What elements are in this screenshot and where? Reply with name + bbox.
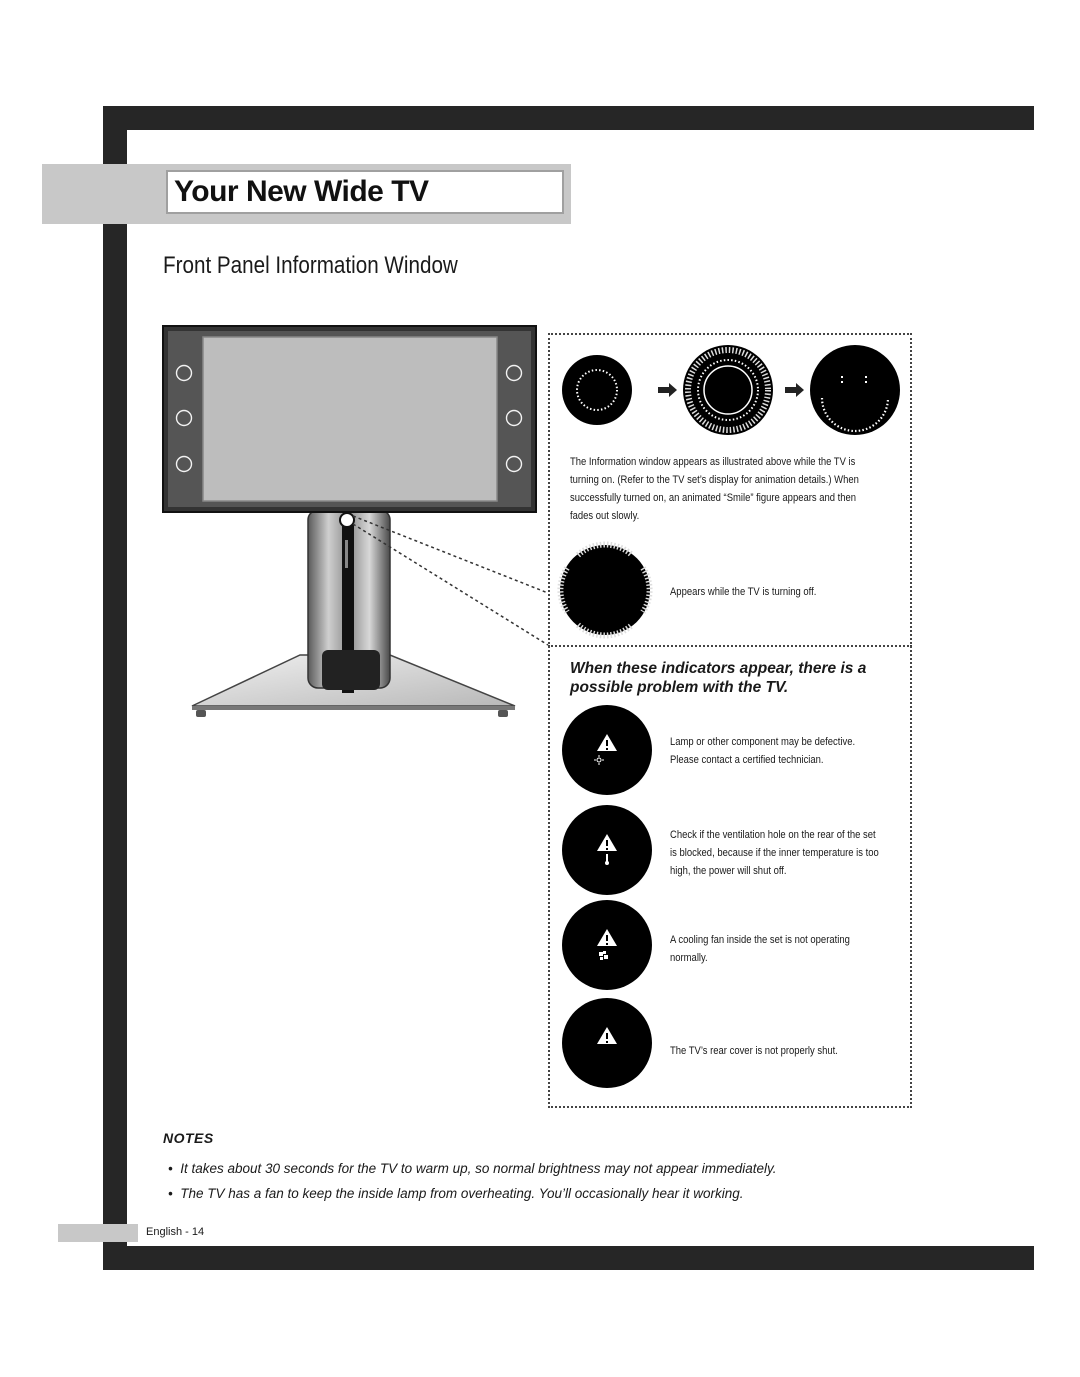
left-frame-bar-bottom	[103, 1242, 127, 1270]
arrow-icon	[785, 383, 804, 397]
smile-icon	[810, 345, 900, 435]
text-line: The Information window appears as illust…	[570, 456, 856, 468]
arrow-icon	[658, 383, 677, 397]
text-line: high, the power will shut off.	[670, 865, 787, 877]
cover-warning-text: The TV’s rear cover is not properly shut…	[670, 1042, 838, 1060]
note-item: • It takes about 30 seconds for the TV t…	[168, 1161, 777, 1176]
text-line: fades out slowly.	[570, 510, 640, 522]
note-text: It takes about 30 seconds for the TV to …	[180, 1161, 777, 1176]
turn-on-description: The Information window appears as illust…	[570, 453, 897, 525]
panel-separator	[548, 645, 912, 647]
text-line: The TV’s rear cover is not properly shut…	[670, 1045, 838, 1057]
text-line: successfully turned on, an animated “Smi…	[570, 492, 857, 504]
top-frame-bar	[103, 106, 1034, 130]
text-line: Lamp or other component may be defective…	[670, 736, 856, 748]
callout-lines	[352, 515, 549, 646]
lamp-warning-icon	[562, 705, 652, 795]
fan-warning-text: A cooling fan inside the set is not oper…	[670, 931, 850, 967]
bottom-frame-bar	[103, 1246, 1034, 1270]
section-title: Front Panel Information Window	[163, 252, 458, 279]
fan-warning-icon	[562, 900, 652, 990]
tv-stand-pole	[307, 509, 391, 693]
text-line: normally.	[670, 952, 708, 964]
text-line: A cooling fan inside the set is not oper…	[670, 934, 850, 946]
text-line: is blocked, because if the inner tempera…	[670, 847, 879, 859]
text-line: Check if the ventilation hole on the rea…	[670, 829, 876, 841]
text-line: Please contact a certified technician.	[670, 754, 824, 766]
warning-heading: When these indicators appear, there is a…	[570, 660, 867, 696]
cover-warning-icon	[562, 998, 652, 1088]
notes-label: NOTES	[163, 1130, 214, 1146]
text-line: turning on. (Refer to the TV set’s displ…	[570, 474, 859, 486]
lamp-warning-text: Lamp or other component may be defective…	[670, 733, 855, 769]
left-frame-bar-lower	[103, 224, 127, 1224]
page-title: Your New Wide TV	[174, 175, 429, 208]
page-number: English - 14	[146, 1226, 205, 1238]
turn-off-indicator	[557, 541, 653, 639]
left-frame-bar	[103, 106, 127, 164]
note-item: • The TV has a fan to keep the inside la…	[168, 1186, 744, 1201]
temperature-warning-text: Check if the ventilation hole on the rea…	[670, 826, 879, 880]
information-window-panel	[548, 333, 912, 1108]
turn-off-description: Appears while the TV is turning off.	[670, 586, 817, 598]
temperature-warning-icon	[562, 805, 652, 895]
header-box	[166, 170, 564, 214]
note-text: The TV has a fan to keep the inside lamp…	[180, 1186, 744, 1201]
turn-on-sequence	[562, 345, 900, 435]
information-window-indicator	[339, 512, 355, 528]
footer-bar	[58, 1224, 138, 1242]
tv-body	[162, 325, 537, 528]
